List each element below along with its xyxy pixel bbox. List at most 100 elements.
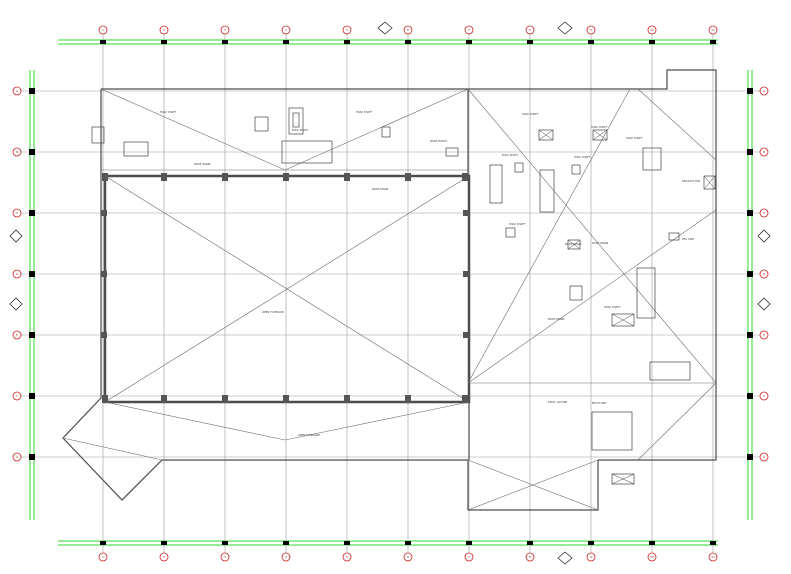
grid-bubble-label: D	[763, 272, 766, 276]
grid-bubble-label: 9	[590, 28, 592, 32]
grid-bubble-label: A	[763, 89, 766, 93]
grid-bubble-label: 2	[163, 28, 165, 32]
dimension-tick	[710, 40, 716, 44]
equipment-label: HVAC SHAFT	[626, 136, 643, 140]
grid-bubble	[759, 330, 769, 340]
grid-bubble	[403, 552, 413, 562]
equipment-label: ELEV. SHAFT	[502, 153, 519, 157]
section-markers	[9, 21, 771, 565]
grid-bubble-label: D	[16, 272, 19, 276]
rooftop-equipment	[91, 107, 716, 485]
dimension-tick	[29, 393, 35, 399]
grid-bubble	[12, 86, 22, 96]
dimension-tick	[649, 541, 655, 545]
dimension-tick	[283, 40, 289, 44]
dimension-tick	[747, 332, 753, 338]
equipment-label: RTU UNIT	[682, 237, 695, 241]
grid-bubble-label: 11	[711, 555, 715, 559]
equipment-label: ROOF DRAIN	[194, 162, 210, 166]
grid-bubble	[647, 552, 657, 562]
grid-bubble	[220, 25, 230, 35]
grid-bubble-label: B	[763, 150, 765, 154]
grid-bubble	[12, 269, 22, 279]
grid-bubble-label: 10	[650, 28, 654, 32]
grid-bubble	[159, 552, 169, 562]
grid-bubble-label: 7	[468, 28, 470, 32]
annex-label: OPEN TO BELOW	[298, 433, 320, 437]
grid-bubble-label: G	[763, 455, 766, 459]
dimension-tick	[161, 40, 167, 44]
dimension-tick	[222, 541, 228, 545]
dimension-tick	[466, 40, 472, 44]
grid-bubble-label: 3	[224, 28, 226, 32]
equipment-label: HVAC SHAFT	[160, 110, 177, 114]
grid-bubble-label: 8	[529, 28, 531, 32]
equipment-label: ROOF DRAIN	[548, 317, 564, 321]
grid-bubble-label: 3	[224, 555, 226, 559]
equipment-label: ROOF DRAIN	[372, 187, 388, 191]
grid-bubble-label: 1	[102, 555, 104, 559]
dimension-tick	[344, 40, 350, 44]
grid-bubble-label: B	[16, 150, 18, 154]
grid-bubble	[12, 391, 22, 401]
dimension-tick	[588, 541, 594, 545]
grid-bubble-label: E	[16, 333, 18, 337]
equipment-label: HVAC SHAFT	[604, 305, 621, 309]
column	[102, 173, 108, 181]
grid-bubble	[759, 147, 769, 157]
equipment-label: HVAC SHAFT	[574, 155, 591, 159]
equipment-label: ROOF HATCH	[430, 139, 447, 143]
grid-bubble-label: F	[16, 394, 18, 398]
grid-bubble	[12, 208, 22, 218]
column	[344, 395, 350, 403]
column	[222, 395, 228, 403]
dimension-tick	[747, 149, 753, 155]
grid-lines	[18, 30, 764, 556]
column	[222, 173, 228, 181]
dimension-tick	[405, 40, 411, 44]
column	[405, 395, 411, 403]
grid-bubble	[759, 208, 769, 218]
grid-bubble	[159, 25, 169, 35]
dimension-tick	[29, 271, 35, 277]
dimension-tick	[29, 88, 35, 94]
grid-bubble-label: C	[16, 211, 18, 215]
dimension-tick	[29, 454, 35, 460]
grid-bubble	[98, 552, 108, 562]
column	[405, 173, 411, 181]
equipment-label: EXIST. LOUVER	[548, 400, 567, 404]
column	[161, 395, 167, 403]
dimension-tick	[100, 541, 106, 545]
grid-bubble	[12, 452, 22, 462]
column	[101, 332, 107, 338]
dimension-tick	[283, 541, 289, 545]
dimension-tick	[29, 210, 35, 216]
grid-bubble-label: 5	[346, 28, 348, 32]
equipment-label: ELEV. SHAFT	[292, 128, 309, 132]
grid-bubble-label: C	[763, 211, 765, 215]
dimension-tick	[466, 541, 472, 545]
column	[101, 210, 107, 216]
column	[463, 210, 469, 216]
grid-bubble-label: E	[763, 333, 765, 337]
dimension-tick	[649, 40, 655, 44]
grid-bubble-label: 1	[102, 28, 104, 32]
grid-bubble	[281, 25, 291, 35]
dimension-tick	[405, 541, 411, 545]
grid-bubble-label: 9	[590, 555, 592, 559]
dimension-tick	[747, 454, 753, 460]
grid-bubble-label: 6	[407, 555, 409, 559]
grid-bubble	[759, 452, 769, 462]
column	[102, 395, 108, 403]
dimension-tick	[29, 149, 35, 155]
equipment-label: HVAC SHAFT	[591, 125, 608, 129]
main-space-label: OPEN TO BELOW	[262, 310, 284, 314]
column	[344, 173, 350, 181]
dimension-tick	[527, 541, 533, 545]
equipment-label: HVAC SHAFT	[522, 112, 539, 116]
grid-bubble	[464, 25, 474, 35]
equipment-label: MECH UNIT	[592, 401, 607, 405]
column	[283, 395, 289, 403]
equipment-label: EXHAUST FAN	[682, 179, 700, 183]
dimension-tick	[588, 40, 594, 44]
